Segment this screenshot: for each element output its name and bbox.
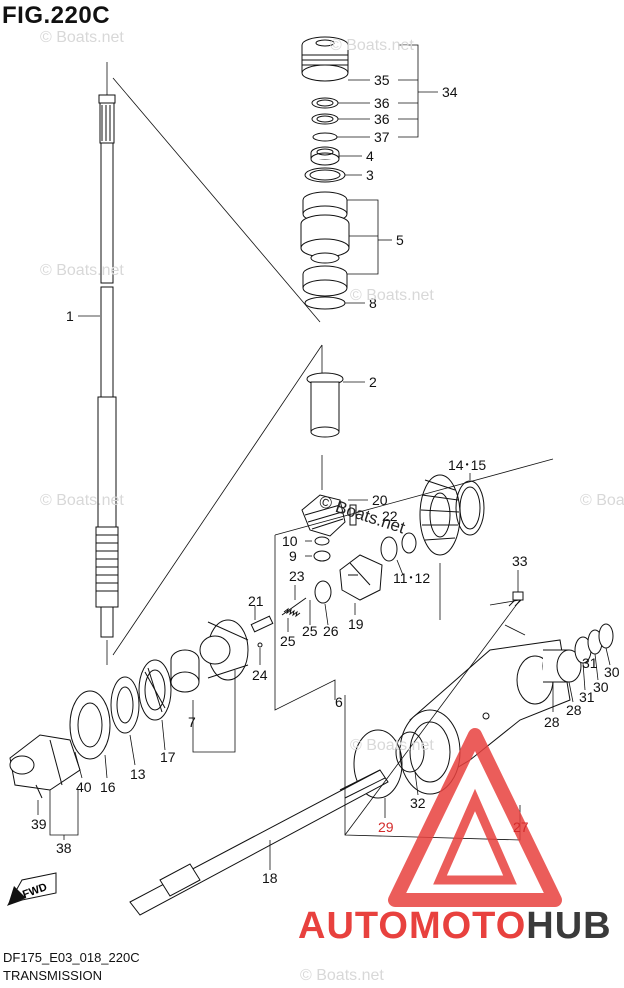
callout-25b: 25 [280,633,296,649]
shim-part-8[interactable] [304,296,346,310]
callout-5: 5 [396,232,404,248]
callout-7: 7 [188,714,196,730]
seal-part-36a[interactable] [311,97,339,109]
collar-part-26[interactable] [314,580,332,604]
drive-shaft-part-1[interactable] [95,94,119,638]
watermark-text: © Boats.net [350,287,434,304]
callout-20: 20 [372,492,388,508]
needle-bearing-part-28[interactable] [542,649,582,683]
callout-35: 35 [374,72,390,88]
seal-part-30b[interactable] [598,623,614,649]
needle-bearing-part-7[interactable] [170,649,200,693]
callout-37: 37 [374,129,390,145]
callout-34: 34 [442,84,458,100]
watermark-text: © Boats.net [330,37,414,54]
watermark-text: © Boats.net [350,737,434,754]
callout-3: 3 [366,167,374,183]
callout-29: 29 [378,819,394,835]
sleeve-part-2[interactable] [306,372,344,438]
group-bracket-part-6 [274,535,336,711]
callout-2: 2 [369,374,377,390]
shim-part-14-15[interactable] [455,480,485,536]
callout-30b: 30 [593,679,609,695]
callout-33: 33 [512,553,528,569]
callout-4: 4 [366,148,374,164]
watermark-text: © Boats.net [40,492,124,509]
bearing-ring-part-11-12[interactable] [380,532,417,562]
reverse-gear[interactable] [199,619,249,681]
callout-31a: 31 [582,655,598,671]
callout-28a: 28 [566,702,582,718]
bolt-part-33[interactable] [508,591,524,607]
automotohub-logo-triangle [388,728,562,907]
callout-9: 9 [289,548,297,564]
callout-31b: 31 [579,689,595,705]
seal-part-36b[interactable] [311,113,339,125]
pin-part-39[interactable] [35,784,43,799]
callout-16: 16 [100,779,116,795]
callout-24: 24 [252,667,268,683]
figure-name: TRANSMISSION [3,968,102,983]
bearing-ring-part-4[interactable] [310,146,340,166]
callout-28b: 28 [544,714,560,730]
spring-part-23[interactable] [281,597,307,618]
pin-part-21[interactable] [250,615,274,633]
callout-30a: 30 [604,664,620,680]
shim-part-3[interactable] [304,167,346,183]
watermark-text: © Boats.net [300,967,384,984]
forward-gear[interactable] [419,474,461,556]
fwd-direction-arrow: FWD [6,872,57,906]
callout-13: 13 [130,766,146,782]
bearing-assembly-part-5[interactable] [300,191,350,297]
thrust-bearing-part-17[interactable] [138,659,172,721]
watermark-text: © Boats.net [40,29,124,46]
clutch-dog-part-19[interactable] [339,554,383,601]
o-ring-part-32[interactable] [395,731,425,773]
callout-8: 8 [369,295,377,311]
callout-11-12: 11･12 [393,570,430,586]
callout-19: 19 [348,616,364,632]
callout-21: 21 [248,593,264,609]
callout-1: 1 [66,308,74,324]
pin-part-22[interactable] [349,504,357,526]
callout-27: 27 [513,819,529,835]
callout-23: 23 [289,568,305,584]
callout-22: 22 [382,508,398,524]
callout-10: 10 [282,533,298,549]
pinion-gear-part-20[interactable] [301,494,346,537]
propeller-shaft-part-18[interactable] [129,769,389,916]
nut-part-9[interactable] [313,550,331,562]
figure-code: DF175_E03_018_220C [3,950,140,965]
prop-shaft-end-part-38[interactable] [9,734,81,791]
callout-14-15: 14･15 [448,457,486,473]
callout-26: 26 [323,623,339,639]
bearing-housing-part-35[interactable] [301,36,349,82]
callout-36a: 36 [374,95,390,111]
callout-25: 25 [302,623,318,639]
washer-part-10[interactable] [314,536,330,546]
callout-40: 40 [76,779,92,795]
callout-36b: 36 [374,111,390,127]
callout-18: 18 [262,870,278,886]
ball-part-24[interactable] [257,642,263,648]
callout-39: 39 [31,816,47,832]
callout-32: 32 [410,795,426,811]
callout-6: 6 [335,694,343,710]
automotohub-wordmark: AUTOMOTOHUB [298,905,612,947]
callout-38: 38 [56,840,72,856]
thrust-washer-part-13[interactable] [110,676,140,734]
o-ring-part-29[interactable] [353,729,403,799]
circlip-part-37[interactable] [312,132,338,142]
callout-17: 17 [160,749,176,765]
bearing-part-16[interactable] [69,690,111,760]
figure-title: FIG.220C [2,2,111,29]
watermark-text: © Boats.net [40,262,124,279]
watermark-text: © Boats.net [580,492,624,509]
